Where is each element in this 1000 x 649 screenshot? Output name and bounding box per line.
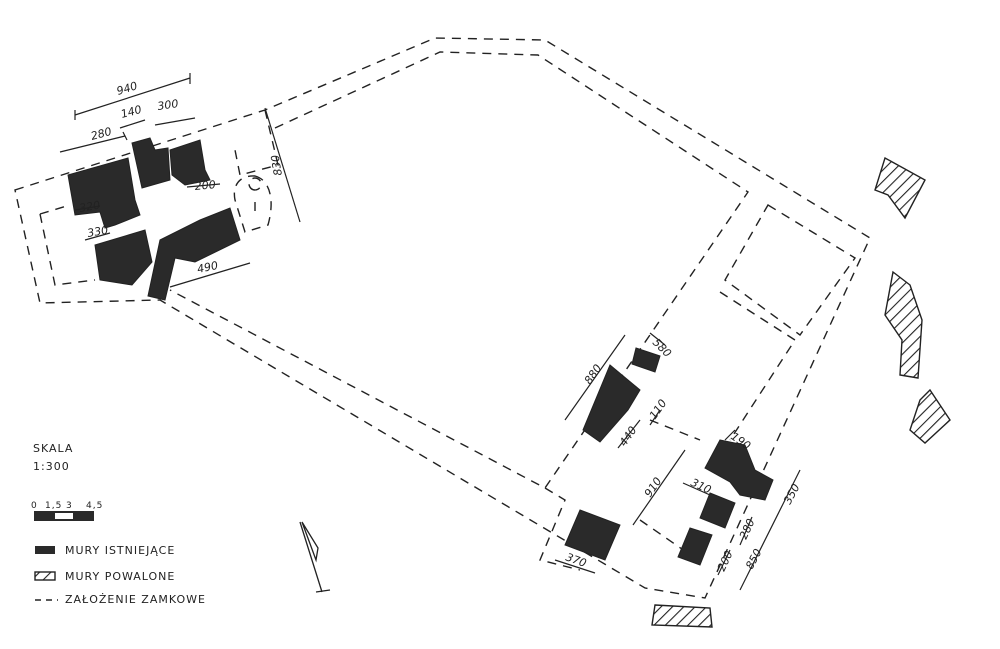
dim-850: 850: [743, 547, 764, 572]
scale-tick-3: 4,5: [86, 501, 103, 511]
dim-300: 300: [157, 97, 180, 113]
north-arrow-icon: [299, 521, 331, 593]
dim-280: 280: [89, 125, 113, 143]
dim-320: 320: [78, 199, 101, 215]
legend-castle-layout: ZAŁOŻENIE ZAMKOWE: [65, 593, 206, 606]
dim-110: 110: [647, 397, 670, 422]
existing-walls: [67, 137, 774, 566]
legend-existing-walls: MURY ISTNIEJĄCE: [65, 544, 175, 557]
scale-bar-gap: [55, 513, 73, 519]
dim-830: 830: [269, 154, 285, 177]
castle-outline: [14, 37, 871, 599]
dimension-lines: [59, 73, 801, 591]
scale-tick-0: 0: [31, 501, 38, 511]
dim-910: 910: [642, 475, 665, 500]
scale-ratio: 1:300: [33, 460, 70, 473]
dim-200b: 200: [715, 549, 736, 574]
legend-solid-swatch: [35, 546, 55, 554]
legend: MURY ISTNIEJĄCE MURY POWALONE ZAŁOŻENIE …: [34, 544, 206, 606]
scale-heading: SKALA: [33, 442, 73, 455]
dim-350: 350: [781, 482, 802, 507]
scale-tick-2: 3: [66, 501, 73, 511]
scale-block: SKALA 1:300 0 1,5 3 4,5: [31, 442, 103, 521]
ruined-walls: [651, 156, 951, 628]
dim-880: 880: [582, 362, 605, 387]
dim-490: 490: [196, 259, 219, 276]
dim-330: 330: [86, 224, 109, 240]
scale-tick-1: 1,5: [45, 501, 62, 511]
legend-hatched-swatch: [34, 571, 56, 581]
dim-140: 140: [119, 103, 143, 121]
legend-ruined-walls: MURY POWALONE: [65, 570, 175, 583]
dim-200a: 200: [194, 178, 216, 193]
dim-940: 940: [115, 79, 139, 98]
